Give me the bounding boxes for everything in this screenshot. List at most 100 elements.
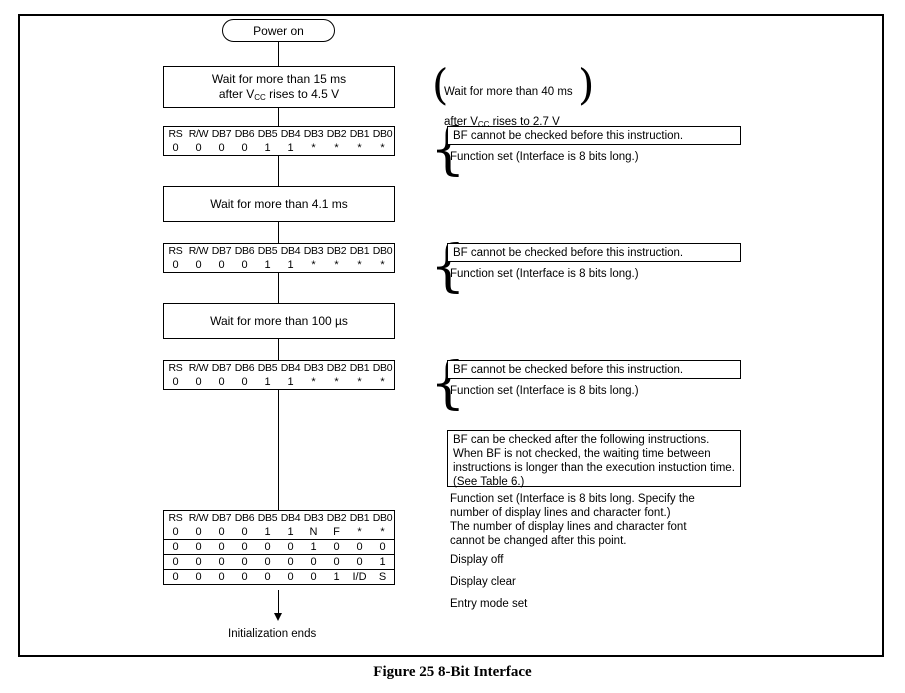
bf-cannot-label: BF cannot be checked before this instruc… — [453, 364, 684, 376]
col-header-db1: DB1 — [349, 128, 370, 140]
bit-cell: * — [380, 376, 385, 388]
col-header-db6: DB6 — [234, 245, 255, 257]
note-alt-supply: Wait for more than 40 ms after VCC rises… — [444, 70, 594, 145]
col-header-db0: DB0 — [372, 512, 393, 524]
bf-cannot-label: BF cannot be checked before this instruc… — [453, 247, 684, 259]
bit-cell: 0 — [218, 259, 225, 271]
bit-cell: 0 — [241, 526, 248, 538]
wait-15ms-line1: Wait for more than 15 ms — [211, 71, 347, 86]
bit-cell: 1 — [264, 526, 271, 538]
bit-cell: 1 — [325, 569, 348, 584]
note-entry-mode-set: Entry mode set — [450, 598, 528, 610]
bit-cell: * — [334, 142, 339, 154]
table-row: 0 0 0 0 0 0 0 1 I/D S — [164, 569, 394, 584]
bit-cell: 0 — [195, 376, 202, 388]
bit-cell: 0 — [302, 569, 325, 584]
col-header-db4: DB4 — [280, 128, 301, 140]
connector-start-to-wait1 — [278, 42, 279, 66]
bit-cell: 0 — [371, 539, 394, 555]
col-header-db2: DB2 — [326, 128, 347, 140]
bit-cell: 0 — [172, 376, 179, 388]
bit-cell: 0 — [348, 554, 371, 570]
bit-cell: I/D — [348, 569, 371, 584]
bf-cannot-label: BF cannot be checked before this instruc… — [453, 130, 684, 142]
bit-cell: 0 — [164, 569, 187, 584]
bit-cell: 0 — [279, 539, 302, 555]
connector-wait2-to-func2 — [278, 222, 279, 243]
bit-cell: 0 — [195, 259, 202, 271]
wait-100us-label: Wait for more than 100 µs — [210, 313, 348, 328]
bit-cell: 0 — [195, 142, 202, 154]
col-header-db7: DB7 — [211, 245, 232, 257]
instruction-table-function-set-3: RS R/W DB7 DB6 DB5 DB4 DB3 DB2 DB1 DB0 0… — [163, 360, 395, 390]
bit-cell: 0 — [187, 539, 210, 555]
bit-cell: 0 — [279, 569, 302, 584]
col-header-rw: R/W — [188, 360, 209, 374]
bit-cell: * — [334, 376, 339, 388]
col-header-db7: DB7 — [211, 362, 232, 374]
col-header-db5: DB5 — [257, 512, 278, 524]
bit-cell: 1 — [264, 142, 271, 154]
bit-cell: 0 — [241, 142, 248, 154]
bit-cell: * — [380, 142, 385, 154]
col-header-db7: DB7 — [211, 512, 232, 524]
bit-cell: 0 — [325, 539, 348, 555]
bit-cell: 0 — [210, 554, 233, 570]
col-header-db1: DB1 — [349, 245, 370, 257]
bit-cell: 0 — [172, 259, 179, 271]
table-row: 0 0 0 0 0 0 0 0 0 1 — [164, 554, 394, 570]
bit-cell: * — [380, 526, 385, 538]
col-header-db4: DB4 — [280, 512, 301, 524]
bit-cell: 0 — [164, 554, 187, 570]
bit-cell: 0 — [187, 554, 210, 570]
bit-cell: 0 — [172, 526, 179, 538]
note-box-bf-cannot-3: BF cannot be checked before this instruc… — [447, 360, 741, 379]
col-header-db2: DB2 — [326, 245, 347, 257]
bit-cell: * — [380, 259, 385, 271]
brace-right-alt-supply: ) — [578, 60, 595, 109]
figure-caption: Figure 25 8-Bit Interface — [373, 664, 532, 680]
bit-cell: 0 — [256, 569, 279, 584]
bit-cell: 0 — [210, 539, 233, 555]
note-box-bf-cannot-2: BF cannot be checked before this instruc… — [447, 243, 741, 262]
col-header-rs: RS — [168, 245, 183, 257]
col-header-rw: R/W — [188, 243, 209, 257]
col-header-db3: DB3 — [303, 128, 324, 140]
col-header-rs: RS — [168, 512, 183, 524]
bit-cell: * — [311, 376, 316, 388]
flow-end-label: Initialization ends — [228, 628, 317, 640]
bit-cell: 1 — [302, 539, 325, 555]
bit-cell: * — [334, 259, 339, 271]
table-row-headers: RS R/W DB7 DB6 DB5 DB4 DB3 DB2 DB1 DB0 — [164, 126, 394, 141]
table-row-headers: RS R/W DB7 DB6 DB5 DB4 DB3 DB2 DB1 DB0 — [164, 360, 394, 375]
bit-cell: 0 — [218, 376, 225, 388]
bit-cell: 1 — [287, 526, 294, 538]
connector-final-to-end — [278, 590, 279, 615]
bit-cell: 1 — [287, 142, 294, 154]
col-header-db0: DB0 — [372, 362, 393, 374]
table-row-headers: RS R/W DB7 DB6 DB5 DB4 DB3 DB2 DB1 DB0 — [164, 510, 394, 525]
bit-cell: 0 — [256, 554, 279, 570]
col-header-db4: DB4 — [280, 245, 301, 257]
instruction-table-final-block: RS R/W DB7 DB6 DB5 DB4 DB3 DB2 DB1 DB0 0… — [163, 510, 395, 585]
flow-start-power-on: Power on — [222, 19, 335, 42]
col-header-db3: DB3 — [303, 245, 324, 257]
wait-box-15ms: Wait for more than 15 ms after VCC rises… — [163, 66, 395, 108]
bit-cell: * — [357, 376, 362, 388]
col-header-db6: DB6 — [234, 128, 255, 140]
bit-cell: 0 — [218, 142, 225, 154]
bit-cell: N — [309, 526, 318, 538]
bit-cell: 1 — [371, 554, 394, 570]
table-row: 0 0 0 0 0 0 1 0 0 0 — [164, 539, 394, 555]
wait-box-100us: Wait for more than 100 µs — [163, 303, 395, 339]
bit-cell: 0 — [233, 539, 256, 555]
bit-cell: 0 — [233, 569, 256, 584]
bit-cell: 0 — [172, 142, 179, 154]
note-box-bf-can-be-checked: BF can be checked after the following in… — [447, 430, 741, 488]
col-header-db0: DB0 — [372, 128, 393, 140]
bit-cell: 0 — [218, 526, 225, 538]
bit-cell: 0 — [233, 554, 256, 570]
col-header-db1: DB1 — [349, 512, 370, 524]
connector-func1-to-wait2 — [278, 156, 279, 186]
col-header-db5: DB5 — [257, 128, 278, 140]
